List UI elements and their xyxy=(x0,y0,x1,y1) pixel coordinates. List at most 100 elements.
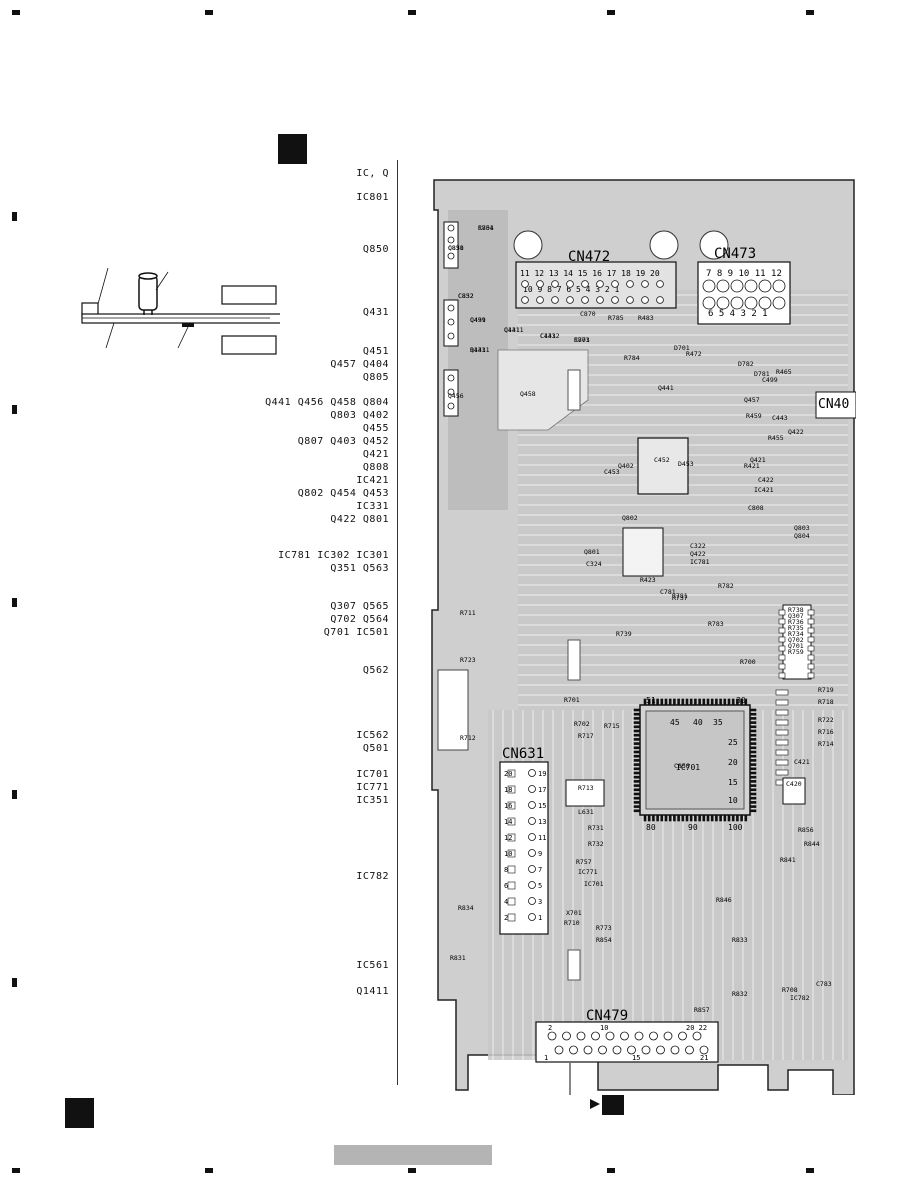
pin xyxy=(723,698,727,706)
ic701-pin-25: 25 xyxy=(728,738,738,747)
pad xyxy=(758,296,772,310)
registration-mark xyxy=(408,1168,416,1173)
pin xyxy=(719,814,722,822)
component-label: R704 xyxy=(478,224,494,232)
pin xyxy=(749,759,757,762)
registration-mark xyxy=(12,1168,20,1173)
ic701-label: IC701 xyxy=(676,763,700,772)
component-label: Q850 xyxy=(448,244,464,252)
cn479-label: CN479 xyxy=(586,1008,628,1024)
component-label: C453 xyxy=(604,468,620,476)
cn631-label: CN631 xyxy=(502,746,544,762)
component-label: IC771 xyxy=(578,868,598,876)
component-label: R732 xyxy=(588,840,604,848)
component-label: R739 xyxy=(616,630,632,638)
component-label: C831 xyxy=(448,244,464,252)
pad xyxy=(744,279,758,293)
pad xyxy=(772,296,786,310)
component-label: R423 xyxy=(640,576,656,584)
pin xyxy=(749,750,757,754)
reference-item: Q562 xyxy=(362,665,389,676)
reference-item: Q803 Q402 xyxy=(330,410,389,421)
pad xyxy=(507,881,516,890)
pad xyxy=(507,801,516,810)
cn473-pads xyxy=(702,279,786,310)
pad xyxy=(670,1045,680,1055)
connection-arrow xyxy=(569,1063,571,1095)
pad xyxy=(605,1031,615,1041)
component-label: R757 xyxy=(576,858,592,866)
pin xyxy=(633,809,641,813)
component-label: Q802 xyxy=(622,514,638,522)
ic701-pin-51: 51 xyxy=(646,696,656,705)
cn631-pin-number: 1 xyxy=(538,914,542,922)
component-label: R701 xyxy=(564,696,580,704)
left-transistor-pads xyxy=(447,224,455,410)
pad xyxy=(611,296,619,304)
component-label: R783 xyxy=(708,620,724,628)
pin xyxy=(749,725,757,729)
cn631-pin-number: 16 xyxy=(504,802,512,810)
component-label: C421 xyxy=(794,758,810,766)
component-label: C808 xyxy=(748,504,764,512)
reference-item: IC771 xyxy=(356,782,389,793)
cn40x-label: CN40 xyxy=(818,397,849,412)
column-divider xyxy=(397,160,398,1085)
component-label: R710 xyxy=(564,919,580,927)
pad xyxy=(699,1045,709,1055)
pad xyxy=(447,318,455,326)
pad xyxy=(447,374,455,382)
ic701-pin-90: 90 xyxy=(688,823,698,832)
pin xyxy=(647,814,651,822)
component-label: R713 xyxy=(578,784,594,792)
pad xyxy=(596,280,604,288)
pad xyxy=(807,627,815,634)
cn473-bottom-pins: 6 5 4 3 2 1 xyxy=(708,309,768,319)
pin xyxy=(633,784,641,787)
cn631-pin-number: 13 xyxy=(538,818,546,826)
component-label: C781 xyxy=(660,588,676,596)
pad xyxy=(611,280,619,288)
cn631-pin-number: 12 xyxy=(504,834,512,842)
pad xyxy=(576,1031,586,1041)
pad xyxy=(447,224,455,232)
pad xyxy=(656,280,664,288)
pad xyxy=(562,1031,571,1041)
pad xyxy=(507,849,516,858)
reference-item: IC701 xyxy=(356,769,389,780)
reference-item: IC351 xyxy=(356,795,389,806)
footer-bar xyxy=(334,1145,492,1165)
component-label: R708 xyxy=(782,986,798,994)
pad xyxy=(521,296,529,304)
pad xyxy=(507,769,516,778)
pin xyxy=(633,738,641,741)
resistor-network xyxy=(775,609,815,786)
reference-item: Q457 Q404 xyxy=(330,359,389,370)
pad xyxy=(583,1045,593,1055)
pin xyxy=(643,698,647,706)
pad xyxy=(678,1031,687,1041)
pad xyxy=(716,279,730,293)
pad xyxy=(778,654,786,661)
pin xyxy=(633,771,641,775)
pad xyxy=(569,1045,578,1055)
pad xyxy=(566,296,574,304)
side-tick xyxy=(12,212,17,221)
pin xyxy=(647,698,651,706)
pad xyxy=(507,785,516,794)
component-label: C422 xyxy=(758,476,774,484)
pin xyxy=(681,698,685,706)
cn631-pin-number: 4 xyxy=(504,898,508,906)
pad xyxy=(778,672,786,679)
component-label: R718 xyxy=(818,698,834,706)
pin xyxy=(749,729,757,733)
pin xyxy=(668,698,672,706)
reference-item: Q807 Q403 Q452 xyxy=(297,436,389,447)
pad xyxy=(627,1045,636,1055)
pin xyxy=(673,814,676,822)
component-label: C851 xyxy=(478,224,494,232)
pin xyxy=(736,814,739,822)
ic701-pin-100: 100 xyxy=(728,823,743,832)
component-label: Q801 xyxy=(584,548,600,556)
